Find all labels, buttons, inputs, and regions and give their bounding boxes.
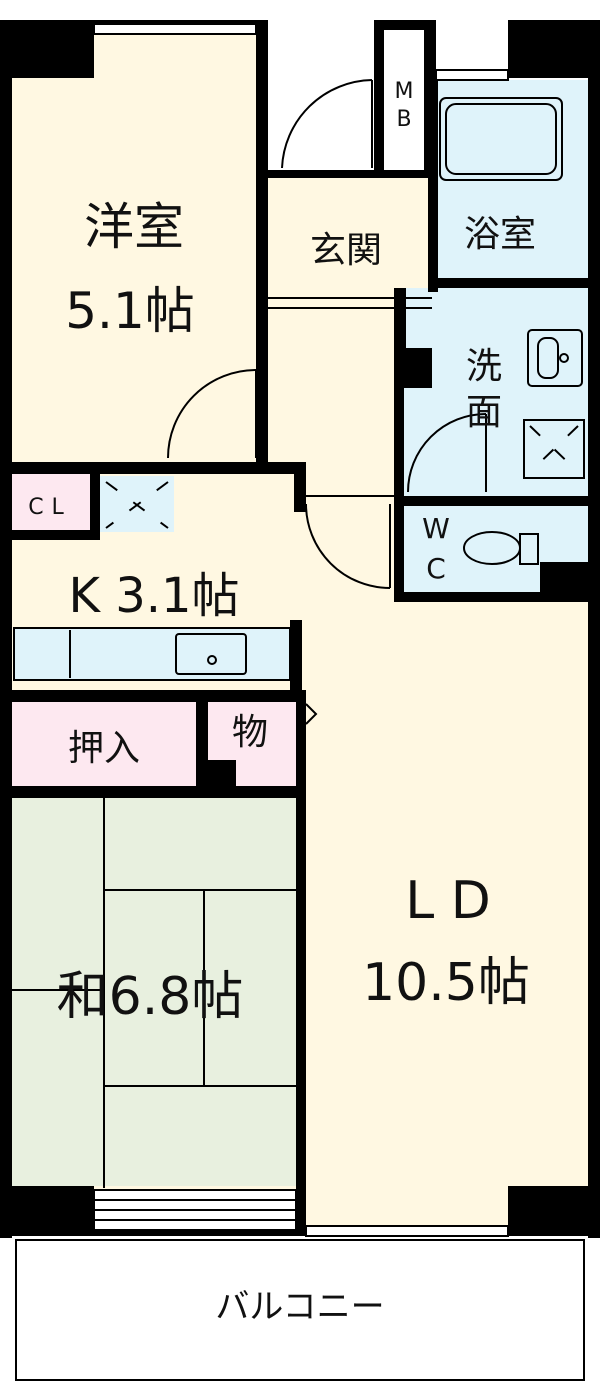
wall-cl-right (90, 472, 100, 534)
oshiire-name: 押入 (68, 728, 140, 769)
japanese-room-name: 和6.8帖 (57, 967, 244, 1027)
washer-x-b (529, 425, 579, 473)
door-western (167, 369, 257, 459)
balcony-floor (15, 1239, 585, 1381)
wall-oshiire-top (10, 690, 306, 702)
balcony-name: バルコニー (215, 1287, 384, 1327)
washroom-floor (404, 288, 590, 496)
bathtub-inner (445, 103, 557, 175)
bath-name: 浴室 (464, 214, 536, 255)
wall-wc-top (394, 496, 590, 506)
fridge-x-b (105, 481, 169, 529)
wall-mb-top (374, 20, 436, 30)
window-western-top (93, 23, 257, 35)
wall-tatami-top (10, 786, 306, 798)
window-ld-bottom (305, 1225, 509, 1237)
wall-hall-stub (294, 462, 306, 512)
wall-wc-notch (540, 562, 590, 602)
wc-label-2: C (426, 552, 446, 585)
wall-western-bottom (10, 462, 306, 474)
column-top-left (0, 20, 94, 78)
ld-name: L D (405, 871, 491, 931)
walls (0, 20, 600, 1238)
kitchen-sink-drain (207, 655, 217, 665)
washroom-label-2: 面 (466, 392, 502, 433)
wall-washroom-left-low (394, 388, 404, 496)
window-bath-top (435, 69, 509, 81)
windows (93, 23, 509, 1237)
wash-basin-bowl (537, 337, 559, 379)
wall-western-right (256, 20, 268, 468)
fixtures (10, 97, 585, 1188)
washer-spot (523, 419, 585, 479)
column-bottom-right (508, 1186, 600, 1236)
toilet-tank (519, 533, 539, 565)
wall-wc-bottom (394, 592, 590, 602)
column-top-right (508, 20, 600, 78)
wall-washroom-left (394, 288, 406, 348)
mb-label-2: B (396, 107, 411, 132)
mb-floor (382, 30, 426, 172)
ld-size: 10.5帖 (362, 953, 530, 1013)
mb-label-1: M (395, 79, 414, 104)
wall-bath-left (428, 78, 438, 292)
wash-basin (527, 329, 583, 387)
closet-floor (10, 474, 92, 530)
wall-mb-left (374, 20, 384, 172)
bathtub (439, 97, 563, 181)
kitchen-sink (175, 633, 247, 675)
doors (167, 79, 487, 589)
wall-tatami-right (296, 796, 306, 1236)
wall-washroom-pillar (394, 348, 432, 388)
wall-left (0, 20, 12, 1238)
wall-kitchen-right (290, 620, 302, 700)
wall-bath-bottom (428, 278, 590, 288)
entrance-name: 玄関 (310, 230, 382, 271)
wash-basin-drain (559, 353, 569, 363)
wall-right (588, 20, 600, 1238)
wall-storage-right (296, 700, 306, 796)
wall-wc-left (394, 496, 404, 602)
closet-name: CL (28, 495, 72, 520)
door-entrance (281, 79, 373, 169)
kitchen-counter (13, 627, 291, 681)
storage-name: 物 (232, 712, 268, 753)
kitchen-name: K 3.1帖 (68, 568, 239, 624)
western-room-floor (10, 22, 262, 462)
wall-entrance-top (266, 170, 432, 178)
labels: 洋室 5.1帖 玄関 M B 浴室 洗 面 W C CL K 3.1帖 押入 物… (28, 79, 536, 1327)
washer-x-a (529, 425, 579, 473)
storage-marker (305, 703, 318, 725)
wall-bottom (94, 1226, 508, 1236)
door-hall (305, 503, 391, 589)
western-room-size: 5.1帖 (65, 282, 195, 340)
door-washroom (407, 413, 487, 493)
western-room-name: 洋室 (84, 198, 184, 256)
wc-label-1: W (422, 512, 450, 545)
oshiire-floor (10, 702, 198, 788)
column-bottom-left (0, 1186, 94, 1236)
wall-cl-bottom (10, 530, 100, 540)
washroom-label-1: 洗 (466, 346, 502, 387)
